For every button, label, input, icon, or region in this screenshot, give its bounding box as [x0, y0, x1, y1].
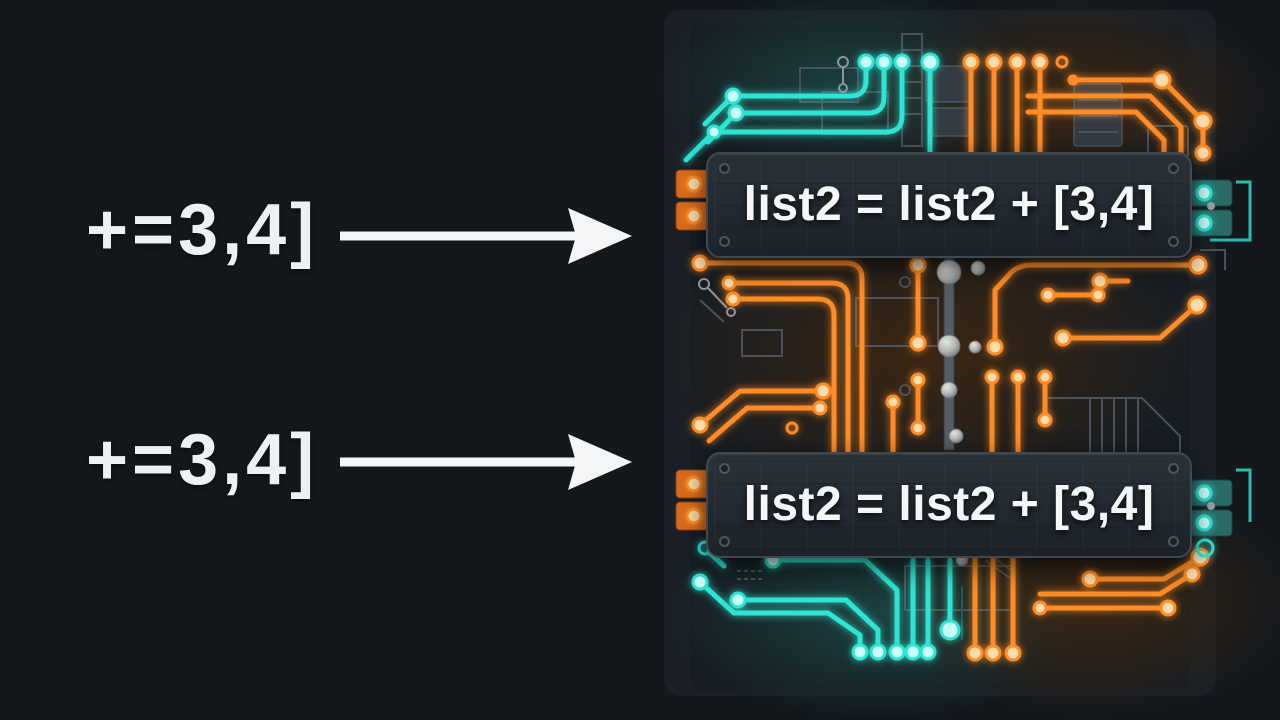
teal-traces-top	[683, 52, 940, 163]
expanded-code-text-1: list2 = list2 + [3,4]	[743, 178, 1155, 231]
screw-icon	[1168, 163, 1179, 174]
circuit-board-illustration	[660, 0, 1280, 720]
central-spine	[936, 257, 986, 567]
shorthand-code-label-2: +=3,4]	[86, 420, 319, 500]
screw-icon	[719, 163, 730, 174]
orange-traces-middle-left	[691, 254, 927, 455]
orange-traces-bottom	[966, 547, 1210, 662]
expanded-code-text-2: list2 = list2 + [3,4]	[743, 478, 1155, 531]
arrow-right-icon	[340, 208, 632, 264]
orange-traces-top	[962, 53, 1213, 162]
screw-icon	[1168, 536, 1179, 547]
arrow-right-icon	[340, 434, 632, 490]
code-panel-1: list2 = list2 + [3,4]	[706, 152, 1192, 258]
screw-icon	[719, 463, 730, 474]
screw-icon	[719, 236, 730, 247]
shorthand-code-label-1: +=3,4]	[86, 190, 319, 270]
code-panel-2: list2 = list2 + [3,4]	[706, 452, 1192, 558]
screw-icon	[1168, 463, 1179, 474]
screw-icon	[1168, 236, 1179, 247]
orange-traces-middle-right	[984, 255, 1208, 455]
screw-icon	[719, 536, 730, 547]
